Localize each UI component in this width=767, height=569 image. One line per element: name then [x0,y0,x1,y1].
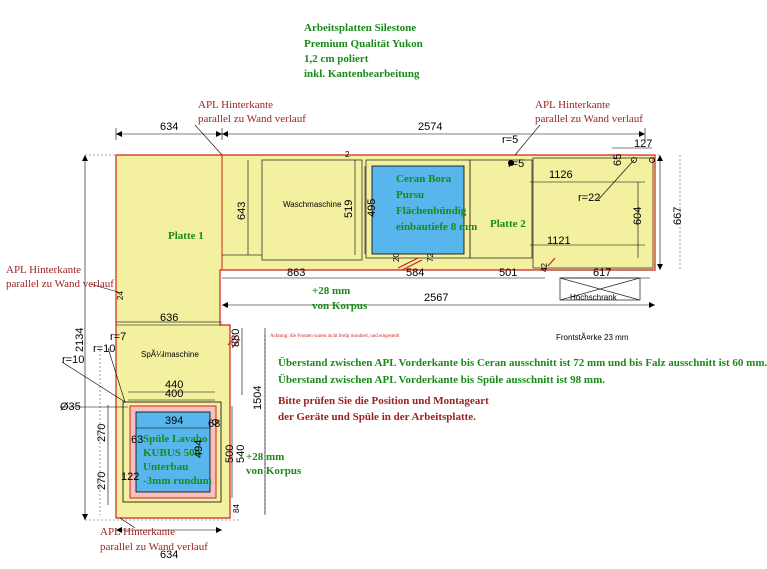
dim-584: 584 [406,267,425,279]
check-note-1: Bitte prüfen Sie die Position und Montag… [278,395,489,407]
dim-42: 42 [540,263,549,272]
dim-63: 63 [131,434,144,446]
dim-cutout-depth: 519 [343,199,355,218]
dim-2567: 2567 [424,292,449,304]
dim-122: 122 [121,471,140,483]
dim-270-a: 270 [96,423,108,442]
corpus-offset-bottom-2: von Korpus [246,465,302,477]
dim-68: 68 [208,418,221,430]
wall-label-left-1: APL Hinterkante [6,264,82,276]
dishwasher-label: SpÃ¼lmaschine [141,350,199,359]
dim-1504: 1504 [252,385,264,410]
washing-machine-area [261,159,363,261]
tall-cabinet-label: Hochschrank [570,293,617,302]
dim-top-left-width: 634 [160,121,179,133]
dim-270-b: 270 [96,471,108,490]
sink-line-3: Unterbau [143,461,189,473]
material-line-1: Arbeitsplatten Silestone [304,22,417,34]
wall-label-top-right-2: parallel zu Wand verlauf [535,113,643,125]
dim-1121: 1121 [547,235,571,247]
dim-2: 2 [345,150,350,159]
dim-394: 394 [165,415,184,427]
dim-540: 540 [235,444,247,463]
dim-r22: r=22 [578,192,601,204]
dim-880: 880 [230,328,242,347]
corpus-offset-right-1: +28 mm [312,285,351,297]
cooktop-line-1: Ceran Bora [396,173,452,185]
material-line-2: Premium Qualität Yukon [304,38,423,50]
dim-left-height: 2134 [74,327,86,352]
front-thickness: FrontstÃ¤rke 23 mm [556,333,629,342]
dim-24: 24 [116,291,125,300]
wall-label-top-left-1: APL Hinterkante [198,99,274,111]
dim-494: 494 [193,439,205,458]
small-markers [61,124,655,529]
material-line-4: inkl. Kantenbearbeitung [304,68,420,80]
plate-1-label: Platte 1 [168,230,204,242]
fronts-note: Achtung: die Fronten waren nicht fertig … [270,334,400,339]
check-note-2: der Geräte und Spüle in der Arbeitsplatt… [278,411,476,423]
washing-machine-label: Waschmaschine [283,200,342,209]
plate-2-label: Platte 2 [490,218,526,230]
sink-line-1: Spüle Lavabo [143,433,208,445]
sink-outer [122,401,222,503]
sink-line-4: -3mm rundum [143,475,212,487]
dim-400: 400 [165,388,184,400]
dim-65: 65 [612,153,624,166]
dim-440: 440 [165,379,184,391]
plate2-area [469,159,533,259]
dim-r5-top: r=5 [502,134,519,146]
kitchen-worktop-drawing [60,124,681,533]
right-block [532,157,654,269]
dim-r5-mid: r=5 [508,158,525,170]
dim-20: 20 [392,253,401,262]
dim-ceran-height: 495 [366,198,378,217]
wall-label-bottom-1: APL Hinterkante [100,526,176,538]
dim-863: 863 [287,267,306,279]
cooktop-line-4: einbautiefe 8 mm [396,221,478,233]
corpus-offset-bottom-1: +28 mm [246,451,285,463]
dim-84: 84 [232,504,241,513]
corpus-offset-right-2: von Korpus [312,300,368,312]
sink-basin [135,411,211,493]
dim-127: 127 [634,138,653,150]
cooktop-line-2: Pursu [396,189,425,201]
dim-604: 604 [632,206,644,225]
dimension-arrows [82,131,663,533]
overhang-note-2: Überstand zwischen APL Vorderkante bis S… [278,374,605,386]
ceran-cutout [371,165,465,255]
dim-plate1-depth: 643 [236,201,248,220]
material-line-3: 1,2 cm poliert [304,53,369,65]
dim-636: 636 [160,312,179,324]
wall-label-top-left-2: parallel zu Wand verlauf [198,113,306,125]
dim-501: 501 [499,267,518,279]
dim-top-right-width: 2574 [418,121,443,133]
dim-r10-b: r=10 [62,354,85,366]
dim-617: 617 [593,267,612,279]
dim-1126: 1126 [549,169,573,181]
dim-r7: r=7 [110,331,127,343]
wall-label-top-right-1: APL Hinterkante [535,99,611,111]
dim-right-height: 667 [672,206,684,225]
wall-label-left-2: parallel zu Wand verlauf [6,278,114,290]
sink-line-2: KUBUS 500 [143,447,201,459]
dimension-lines [60,128,661,531]
wall-label-bottom-2: parallel zu Wand verlauf [100,541,208,553]
overhang-note-1: Überstand zwischen APL Vorderkante bis C… [278,357,767,369]
dim-diameter-35: Ø35 [60,401,81,413]
dim-72: 72 [426,253,435,262]
dim-r10-a: r=10 [93,343,116,355]
cooktop-line-3: Flächenbündig [396,205,467,217]
dim-bottom-width: 634 [160,549,179,561]
